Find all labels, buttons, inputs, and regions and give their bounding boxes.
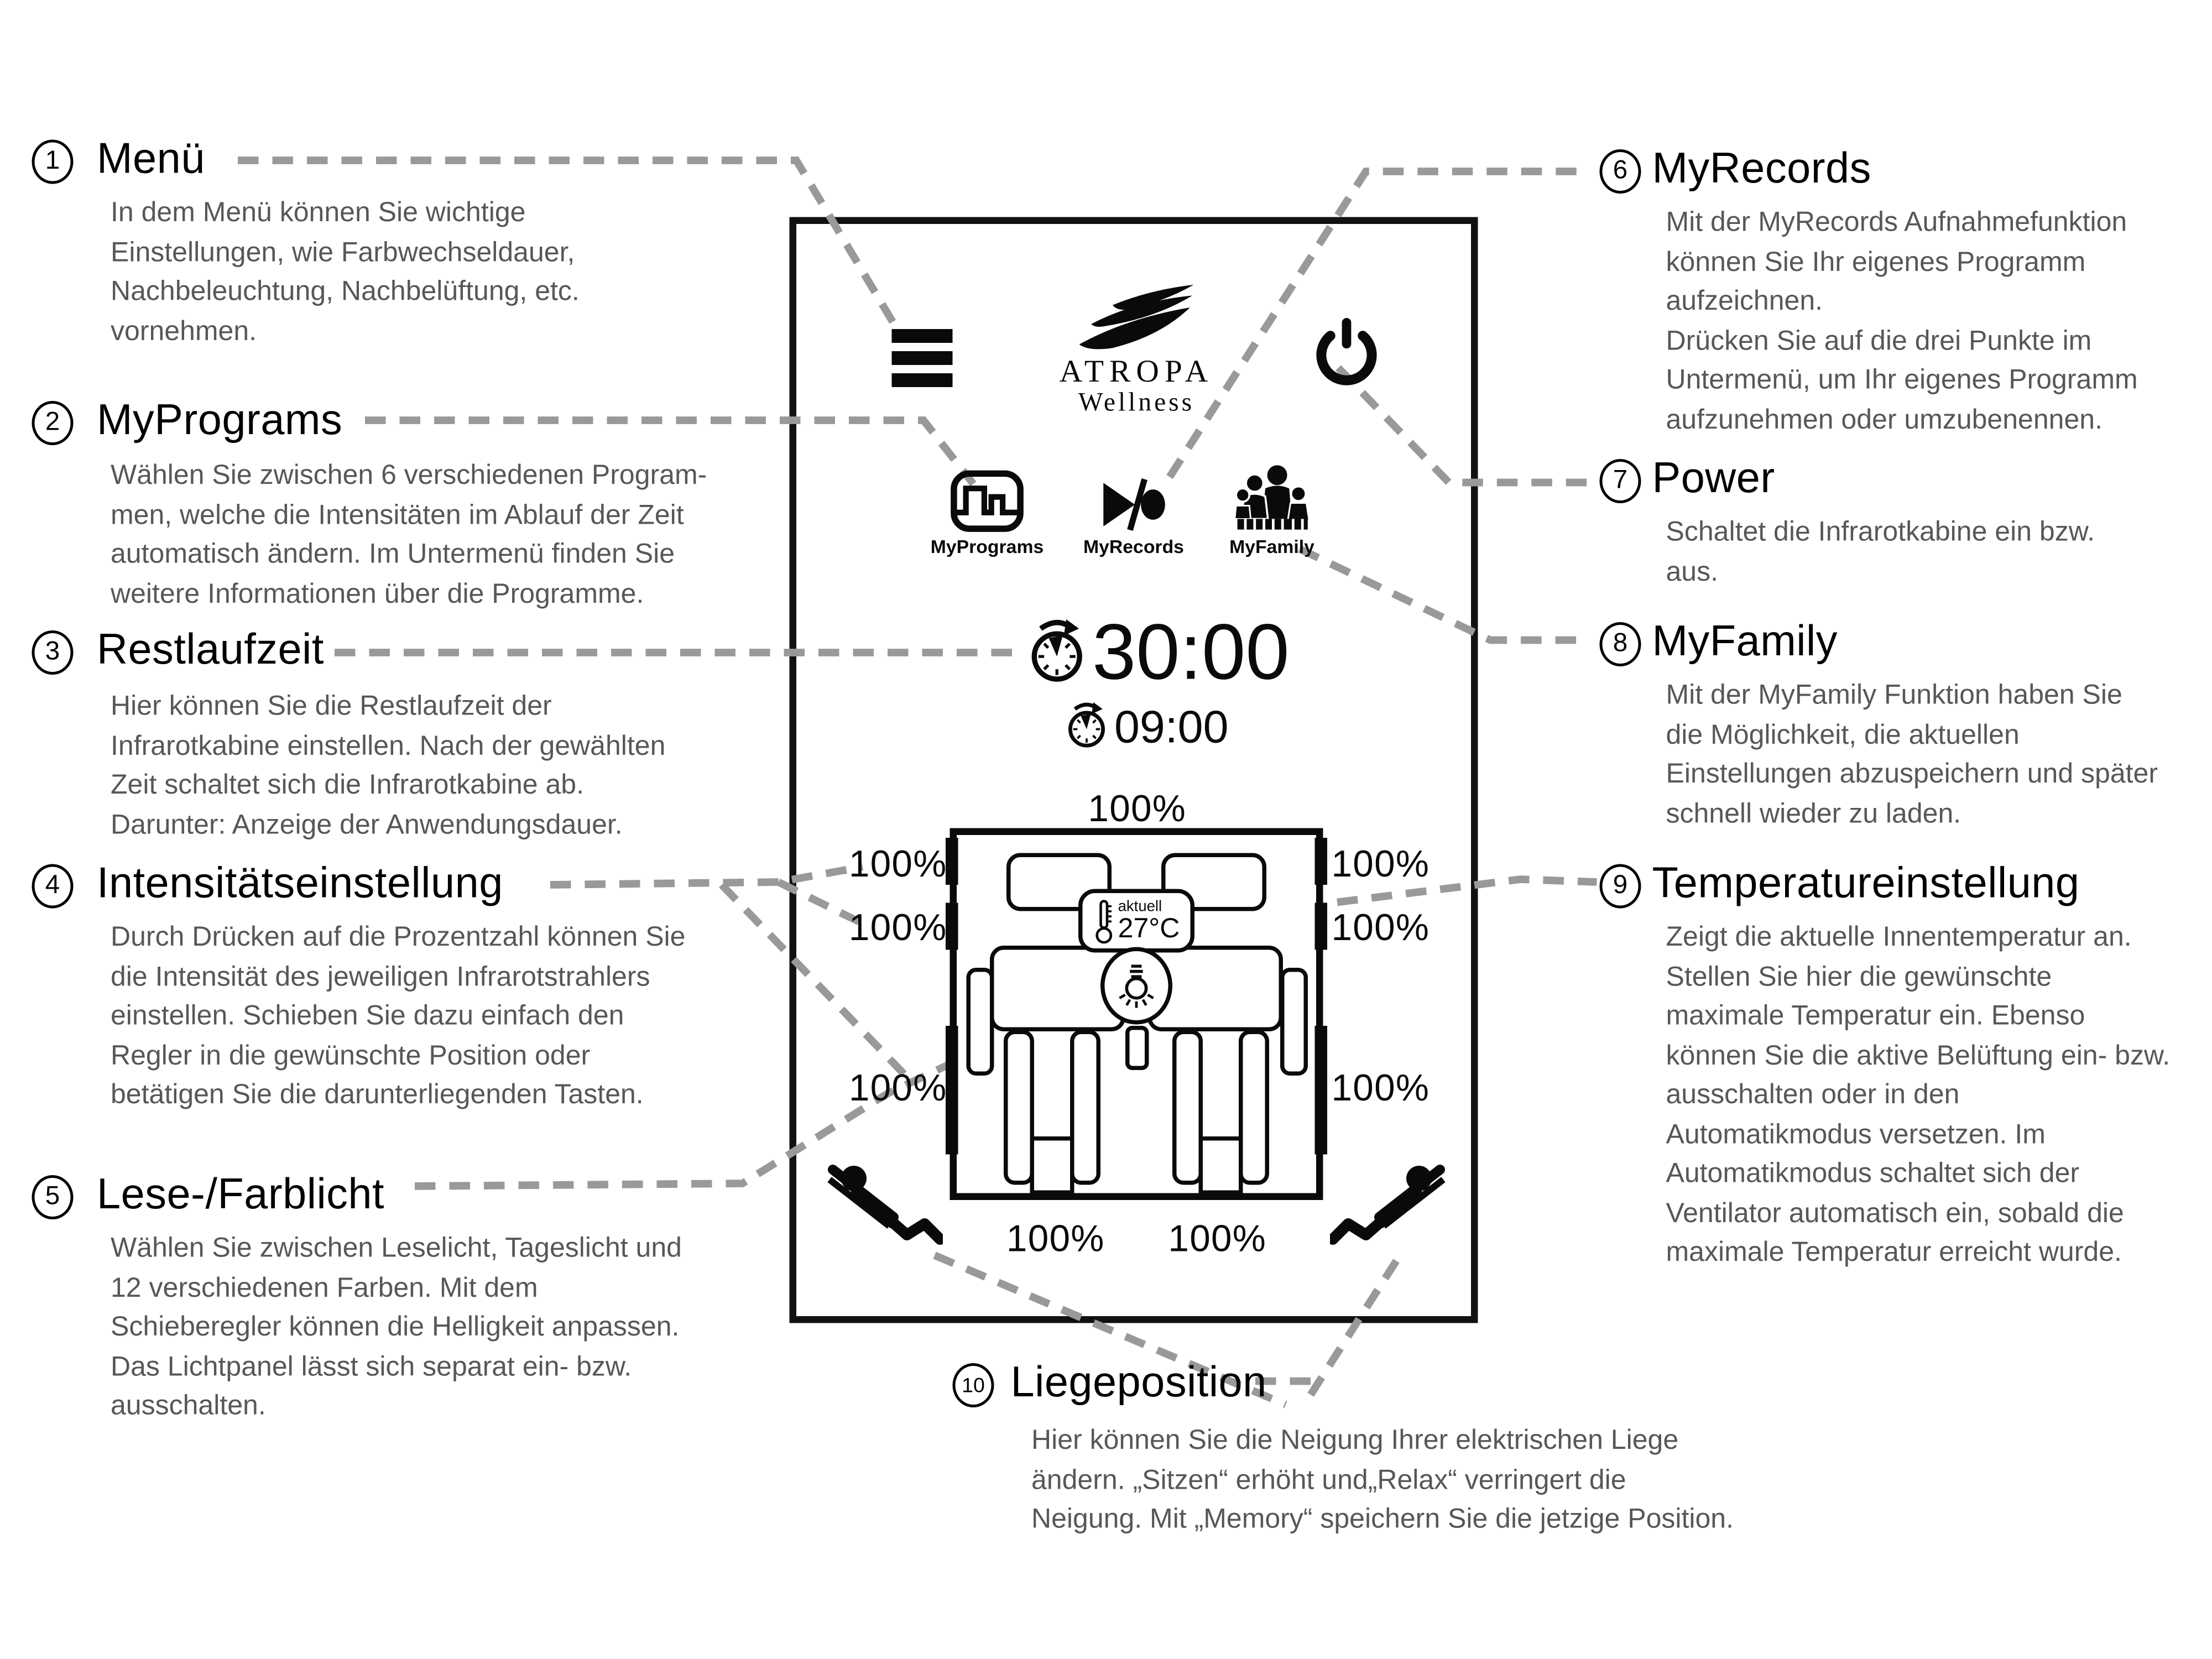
callout-desc-family: Mit der MyFamily Funktion haben Sie die … [1666,680,2158,829]
callout-number-power: 7 [1599,459,1641,503]
remaining-time[interactable]: 30:00 [1092,608,1290,697]
callout-desc-menu: In dem Menü können Sie wichtige Einstell… [111,197,580,347]
callout-number-menu: 1 [32,139,74,184]
callout-title-menu: Menü [97,134,205,183]
recline-left-icon[interactable] [827,1164,943,1253]
callout-title-temperature: Temperatureinstellung [1652,858,2080,907]
intensity-bottom-right[interactable]: 100% [1168,1218,1267,1260]
myprograms-icon[interactable] [948,470,1026,533]
callout-desc-temperature: Zeigt die aktuelle Innentemperatur an. S… [1666,922,2171,1268]
footrest-right [1198,1136,1243,1194]
power-button[interactable] [1313,315,1380,387]
callout-number-intensity: 4 [32,864,74,909]
myfamily-label[interactable]: MyFamily [1229,536,1314,557]
thermometer-icon [1095,899,1112,943]
intensity-top[interactable]: 100% [1088,788,1187,830]
callout-desc-position: Hier können Sie die Neigung Ihrer elektr… [1031,1425,1734,1535]
callout-number-light: 5 [32,1175,74,1219]
brand-waves-icon [1079,285,1194,349]
center-console [1125,1026,1149,1070]
lounger-rail [1004,1030,1034,1185]
callout-title-family: MyFamily [1652,617,1838,665]
elapsed-time: 09:00 [1114,701,1229,752]
brand-subtitle: Wellness [1078,388,1195,418]
callout-title-light: Lese-/Farblicht [97,1170,385,1218]
heater-tick [1314,1026,1327,1155]
temperature-label: aktuell [1118,898,1162,915]
intensity-left-low[interactable]: 100% [848,1067,947,1109]
headrest-left [1006,853,1112,911]
elapsed-timer-icon [1068,702,1105,748]
intensity-right-low[interactable]: 100% [1331,1067,1430,1109]
callout-title-position: Liegeposition [1010,1358,1267,1406]
callout-number-family: 8 [1599,622,1641,666]
heater-tick [946,1026,958,1155]
heater-tick [1314,838,1327,885]
temperature-value: 27°C [1118,913,1180,944]
lounger-rail [1070,1030,1100,1185]
callout-number-position: 10 [952,1363,994,1407]
brand-name: ATROPA [1059,354,1214,389]
temperature-display[interactable]: aktuell 27°C [1078,889,1194,953]
timer-icon [1031,619,1082,682]
myprograms-label[interactable]: MyPrograms [930,536,1044,557]
callout-desc-records: Mit der MyRecords Aufnahmefunktion könne… [1666,207,2138,435]
intensity-right-top[interactable]: 100% [1331,843,1430,885]
callout-desc-programs: Wählen Sie zwischen 6 verschiedenen Prog… [111,460,707,609]
callout-number-runtime: 3 [32,630,74,675]
callout-title-programs: MyPrograms [97,395,343,444]
heater-tick [946,902,958,950]
callout-number-programs: 2 [32,401,74,445]
callout-title-power: Power [1652,453,1775,502]
footrest-left [1030,1136,1074,1194]
callout-title-intensity: Intensitätseinstellung [97,858,503,907]
callout-desc-intensity: Durch Drücken auf die Prozentzahl können… [111,922,686,1110]
armrest-right [1280,968,1308,1076]
heater-tick [946,838,958,885]
heater-tick [1314,902,1327,950]
callout-desc-light: Wählen Sie zwischen Leselicht, Tageslich… [111,1233,682,1421]
callout-title-runtime: Restlaufzeit [97,625,324,674]
callout-title-records: MyRecords [1652,144,1871,192]
intensity-right-mid[interactable]: 100% [1331,907,1430,948]
callout-number-records: 6 [1599,149,1641,194]
bulb-icon [1119,964,1154,1008]
callout-desc-power: Schaltet die Infrarotkabine ein bzw. aus… [1666,517,2095,587]
lounger-rail [1239,1030,1269,1185]
light-button[interactable] [1100,947,1172,1025]
recline-right-icon[interactable] [1330,1164,1446,1253]
myrecords-label[interactable]: MyRecords [1083,536,1184,557]
menu-icon[interactable] [891,329,953,395]
armrest-left [966,968,994,1076]
callout-number-temperature: 9 [1599,864,1641,909]
intensity-left-top[interactable]: 100% [848,843,947,885]
intensity-left-mid[interactable]: 100% [848,907,947,948]
intensity-bottom-left[interactable]: 100% [1006,1218,1105,1260]
myrecords-icon[interactable] [1092,476,1175,534]
myfamily-icon[interactable] [1233,465,1311,531]
lounger-rail [1172,1030,1203,1185]
callout-desc-runtime: Hier können Sie die Restlaufzeit der Inf… [111,691,666,840]
